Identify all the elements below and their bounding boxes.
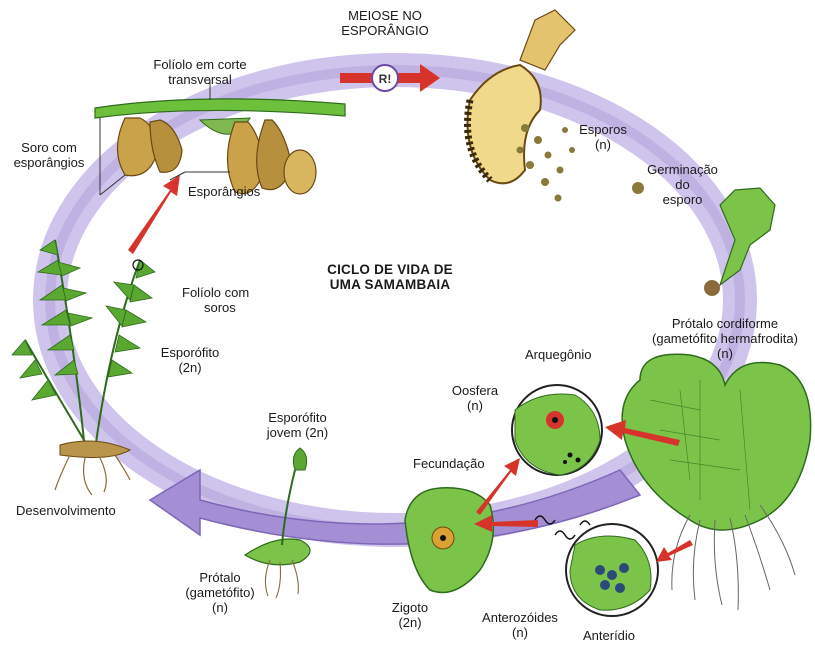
label-protalo-cordiforme-line-2: (gametófito hermafrodita): [640, 331, 810, 346]
label-oosfera-line-2: (n): [445, 398, 505, 413]
label-oosfera: Oosfera (n): [445, 383, 505, 413]
label-soro: Soro com esporângios: [4, 140, 94, 170]
label-foliolo-soros-line-2: soros: [182, 300, 249, 315]
label-protalo-line-2: (gametófito): [175, 585, 265, 600]
label-foliolo-corte-line-1: Folíolo em corte: [135, 57, 265, 72]
label-esporos-line-1: Esporos: [568, 122, 638, 137]
label-zigoto: Zigoto (2n): [380, 600, 440, 630]
label-esporos-line-2: (n): [568, 137, 638, 152]
label-oosfera-line-1: Oosfera: [445, 383, 505, 398]
label-anterozoides-line-1: Anterozóides: [470, 610, 570, 625]
label-zigoto-line-1: Zigoto: [380, 600, 440, 615]
label-anterozoides-line-2: (n): [470, 625, 570, 640]
label-soro-line-2: esporângios: [4, 155, 94, 170]
label-esporangios: Esporângios: [188, 184, 260, 199]
diagram-title-line-2: UMA SAMAMBAIA: [315, 277, 465, 292]
label-esporofito-jovem-line-1: Esporófito: [250, 410, 345, 425]
archegonium-magnified: [512, 385, 602, 475]
label-anterozoides: Anterozóides (n): [470, 610, 570, 640]
label-germinacao-line-3: esporo: [640, 192, 725, 207]
zygote-magnified: [405, 488, 493, 593]
diagram-title: CICLO DE VIDA DE UMA SAMAMBAIA: [315, 262, 465, 292]
label-esporofito-jovem-line-2: jovem (2n): [250, 425, 345, 440]
label-esporos: Esporos (n): [568, 122, 638, 152]
label-meiose-line-1: MEIOSE NO: [330, 8, 440, 23]
label-protalo-cordiforme-line-1: Prótalo cordiforme: [640, 316, 810, 331]
label-protalo-line-1: Prótalo: [175, 570, 265, 585]
label-zigoto-line-2: (2n): [380, 615, 440, 630]
label-protalo-cordiforme: Prótalo cordiforme (gametófito hermafrod…: [640, 316, 810, 361]
label-meiose-line-2: ESPORÂNGIO: [330, 23, 440, 38]
cycle-direction-arrow: [150, 470, 640, 544]
label-soro-line-1: Soro com: [4, 140, 94, 155]
label-foliolo-soros-line-1: Folíolo com: [182, 285, 249, 300]
label-anteridio: Anterídio: [583, 628, 635, 643]
label-foliolo-corte: Folíolo em corte transversal: [135, 57, 265, 87]
label-esporofito-jovem: Esporófito jovem (2n): [250, 410, 345, 440]
label-germinacao-line-2: do: [640, 177, 725, 192]
label-protalo-cordiforme-line-3: (n): [640, 346, 810, 361]
label-esporofito: Esporófito (2n): [150, 345, 230, 375]
label-protalo-line-3: (n): [175, 600, 265, 615]
label-foliolo-soros: Folíolo com soros: [182, 285, 249, 315]
label-germinacao: Germinação do esporo: [640, 162, 725, 207]
label-arquegonio: Arquegônio: [525, 347, 592, 362]
diagram-title-line-1: CICLO DE VIDA DE: [315, 262, 465, 277]
label-esporofito-line-2: (2n): [150, 360, 230, 375]
label-meiose: MEIOSE NO ESPORÂNGIO: [330, 8, 440, 38]
antheridium-magnified: [566, 524, 658, 616]
r-badge-text: R!: [379, 72, 392, 86]
label-esporofito-line-1: Esporófito: [150, 345, 230, 360]
label-foliolo-corte-line-2: transversal: [135, 72, 265, 87]
label-protalo: Prótalo (gametófito) (n): [175, 570, 265, 615]
label-fecundacao: Fecundação: [413, 456, 485, 471]
label-desenvolvimento: Desenvolvimento: [16, 503, 116, 518]
label-germinacao-line-1: Germinação: [640, 162, 725, 177]
